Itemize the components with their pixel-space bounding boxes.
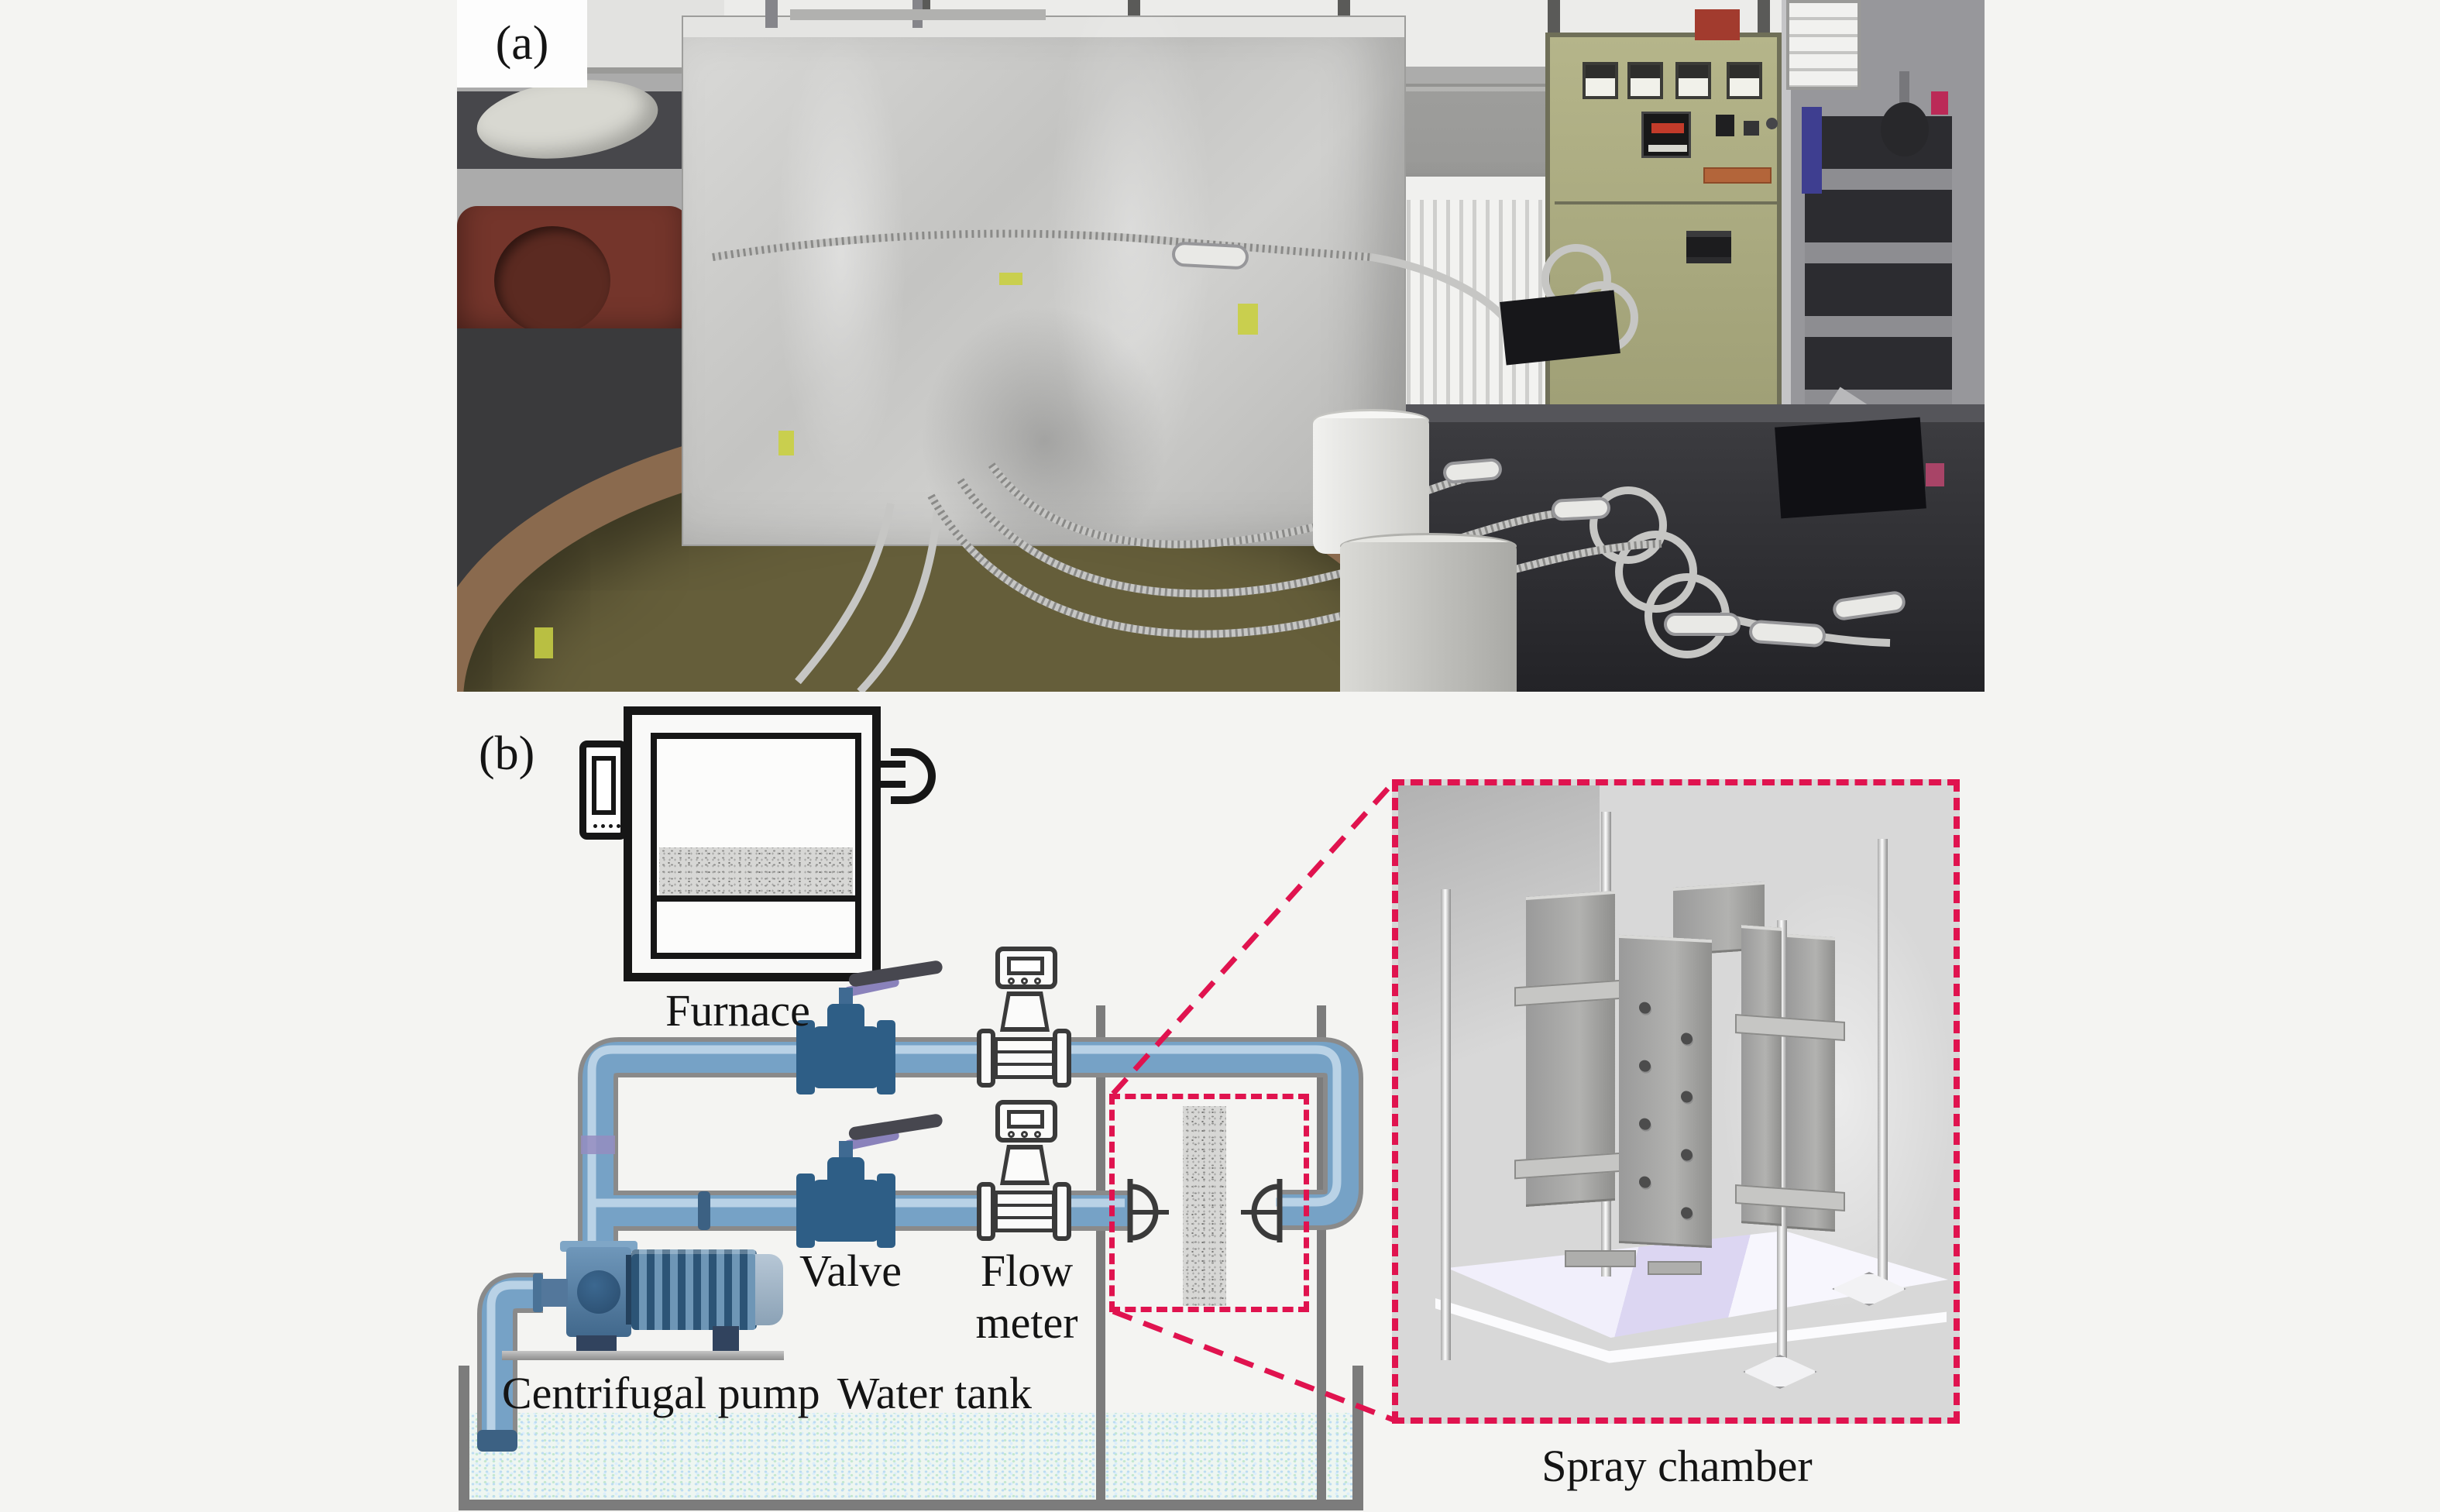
furnace-sample-bed [659,847,853,895]
chamber-wall-left [1096,1005,1105,1501]
pump-motor-joint [626,1255,634,1325]
lower-valve-flange [877,1174,895,1248]
flowmeter-button [1021,1131,1028,1138]
lower-flowmeter-cone-face [1005,1149,1045,1180]
flowmeter-button [1034,1131,1041,1138]
upper-flowmeter-flange [977,1029,995,1088]
gray-pot [1340,542,1517,692]
water [469,1413,1352,1501]
white-bucket [1313,418,1429,554]
flowmeter-button [1034,978,1041,985]
pipe-coupling [581,1136,615,1154]
furnace-handle-bar [881,781,906,788]
upper-valve-stem [839,988,853,1006]
support-rod [1878,839,1888,1284]
upper-valve-body [812,1026,880,1088]
tank-bottom [459,1500,1363,1510]
flowmeter-button [1021,978,1028,985]
indicator-lamp [1716,115,1734,136]
tank-wall-right [1352,1366,1363,1510]
upper-flowmeter-cone-face [1005,996,1045,1027]
controller-dot [617,824,620,828]
lower-flowmeter-screen [1007,1110,1044,1129]
spec-plate [1686,231,1731,263]
chamber-top-bar [790,9,1046,20]
base-tab [1648,1261,1702,1275]
plastic-film-sheen [682,15,1406,546]
pump-base-plate [502,1351,784,1360]
lower-valve-bonnet [827,1157,864,1182]
furnace-controller-screen [592,756,616,815]
pump-inlet-flange [533,1273,543,1312]
panel-a-label: (a) [495,17,549,70]
marker-tags [534,9,1948,658]
lower-valve-stem [839,1141,853,1160]
valve-stem-photo [1899,71,1909,112]
suction-strainer [477,1430,517,1452]
wall-meter-device [1786,0,1861,90]
motor-foot [713,1326,739,1352]
controller-readout [1651,123,1684,133]
zoom-connector-lines [1111,780,1396,1423]
upper-valve-bonnet [827,1004,864,1029]
valve-label: Valve [799,1246,902,1296]
upper-valve-flange [877,1020,895,1094]
zoom-source-box [1109,1094,1309,1312]
pump-inlet-stub [541,1279,568,1307]
pump-foot [576,1335,617,1352]
base-tab [1565,1250,1636,1267]
chamber-top-rod [765,0,778,28]
pipe-union-ring [698,1191,710,1230]
pipe-network [477,1037,1363,1452]
controller-dot [609,824,613,828]
panel-a-label-box [457,0,587,88]
lower-flowmeter-flange [977,1182,995,1241]
furnace-handle-bar [881,761,906,768]
white-cartridge-fittings [1172,242,1906,648]
spray-chamber-render [1392,779,1960,1424]
brand-plate [1703,167,1772,184]
analog-gauge [1583,62,1618,99]
temperature-controller [1641,112,1691,158]
pump-motor [631,1249,757,1330]
spray-nozzles [1127,1179,1283,1242]
furnace-cavity [651,733,861,959]
flowmeter-button [1008,1131,1015,1138]
porous-sample-column [1183,1106,1226,1306]
pump-motor-cap [755,1254,783,1325]
pump-tank-label-row: Centrifugal pump Water tank [480,1368,1053,1420]
controller-dot [601,824,605,828]
analog-gauge [1727,62,1762,99]
furnace-handle-icon [891,748,936,804]
plastic-covered-chamber [682,15,1406,546]
panel-b-label: (b) [479,727,535,780]
cabinet-door-seam [1555,201,1777,204]
controller-dot [593,824,597,828]
flow-meter-label: Flow meter [975,1246,1078,1348]
spray-chamber-label: Spray chamber [1541,1441,1813,1491]
controller-buttons [1648,145,1687,152]
blue-strip [1802,107,1822,194]
lower-flowmeter-tube [994,1191,1056,1232]
furnace-shelf [657,895,855,902]
analog-gauge [1627,62,1663,99]
analog-gauge [1675,62,1711,99]
flowmeter-button [1008,978,1015,985]
lower-valve-body [812,1180,880,1242]
furnace-label: Furnace [665,985,810,1036]
hose-reel-hub [494,226,610,335]
centrifugal-pump-label: Centrifugal pump [501,1368,820,1418]
pump-eye [577,1270,620,1314]
black-handwheel [1881,102,1929,156]
indicator-lamp [1744,121,1759,136]
upper-flowmeter-screen [1007,957,1044,975]
panel-knob [1766,118,1778,129]
water-tank-label: Water tank [837,1368,1033,1418]
support-rod [1441,889,1451,1360]
tank-wall-left [459,1366,469,1510]
upper-flowmeter-tube [994,1037,1056,1079]
